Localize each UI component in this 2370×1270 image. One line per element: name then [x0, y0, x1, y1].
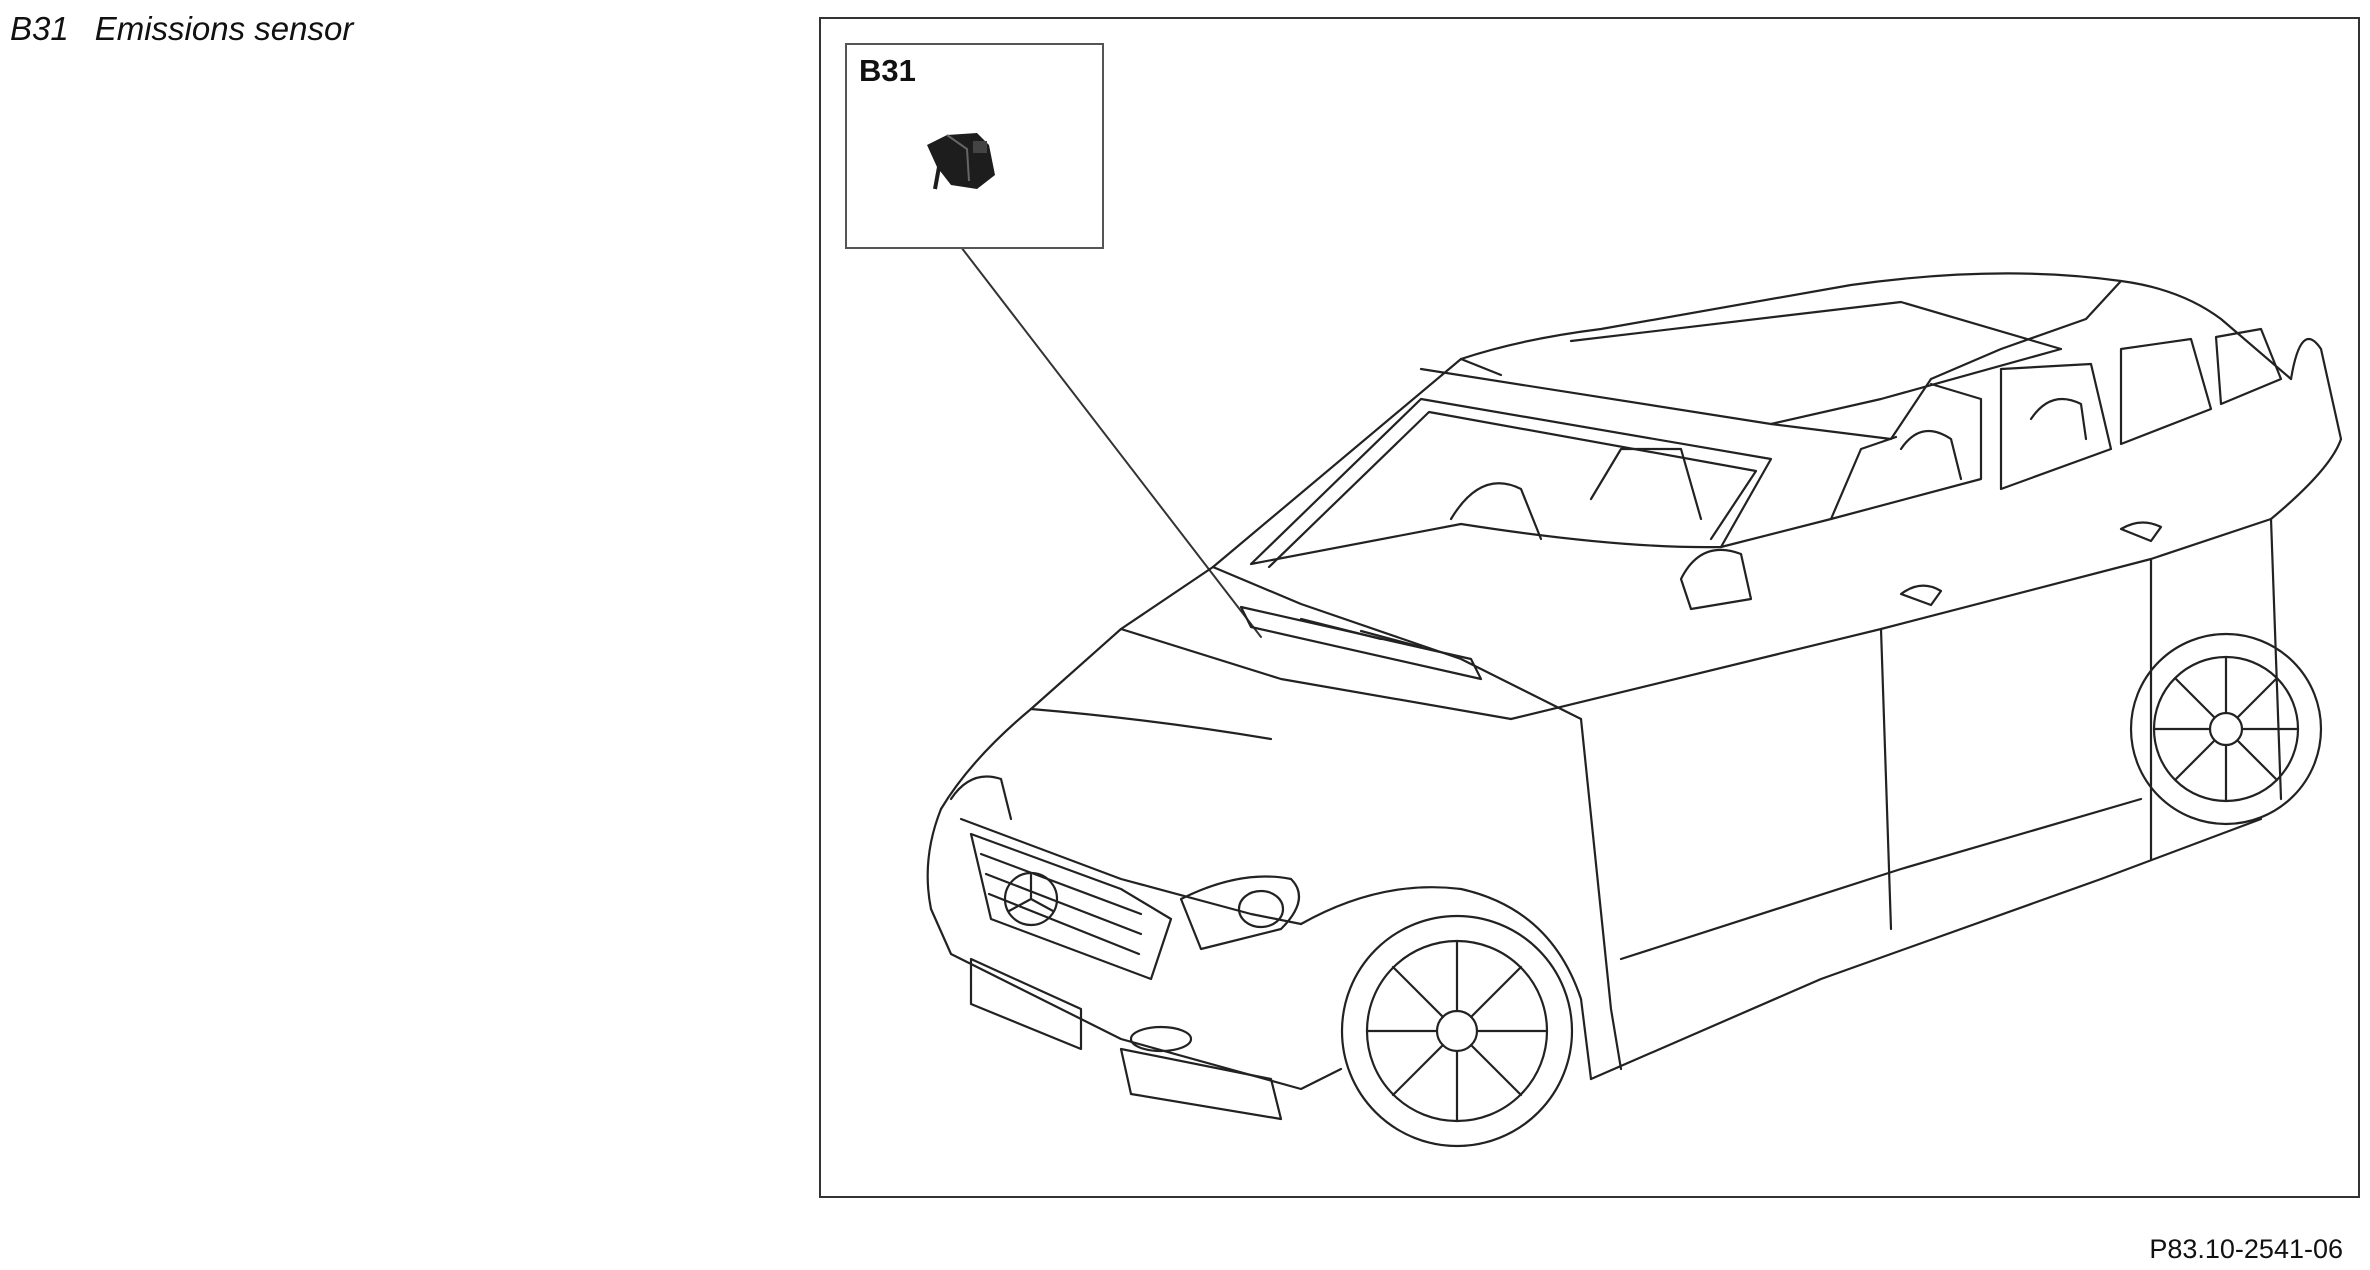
sensor-component-icon: [927, 133, 995, 190]
diagram-frame: B31: [819, 17, 2360, 1198]
inset-label: B31: [859, 53, 916, 88]
legend-code: B31: [10, 10, 69, 47]
component-inset: B31: [845, 43, 1104, 249]
legend-entry: B31 Emissions sensor: [10, 10, 353, 48]
legend-description: Emissions sensor: [94, 10, 354, 47]
figure-reference: P83.10-2541-06: [2149, 1234, 2343, 1264]
car-line-drawing-icon: [926, 246, 2343, 1148]
